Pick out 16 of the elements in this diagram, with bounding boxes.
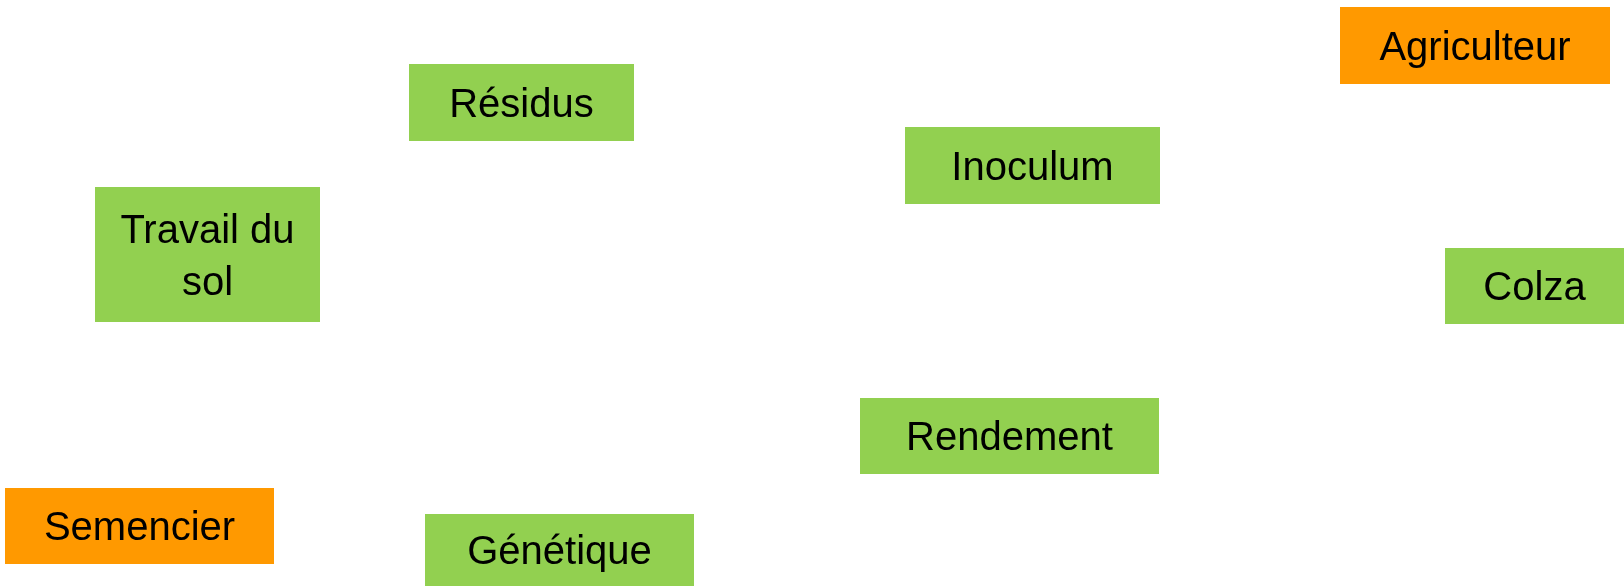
box-label: Semencier <box>43 503 236 550</box>
label-box <box>1445 248 1624 324</box>
box-label: Travail du sol <box>119 205 296 305</box>
label-box <box>860 398 1159 474</box>
box-label: Génétique <box>467 527 652 574</box>
label-box <box>1340 7 1610 84</box>
box-label: Rendement <box>906 413 1113 460</box>
box-label: Résidus <box>449 79 594 127</box>
box-label: Colza <box>1483 263 1586 310</box>
box-label: Agriculteur <box>1379 22 1571 70</box>
label-box <box>409 64 634 141</box>
box-label: Inoculum <box>951 142 1114 190</box>
label-box <box>5 488 274 564</box>
label-box <box>95 187 320 322</box>
label-box <box>905 127 1160 204</box>
label-box <box>425 514 694 586</box>
